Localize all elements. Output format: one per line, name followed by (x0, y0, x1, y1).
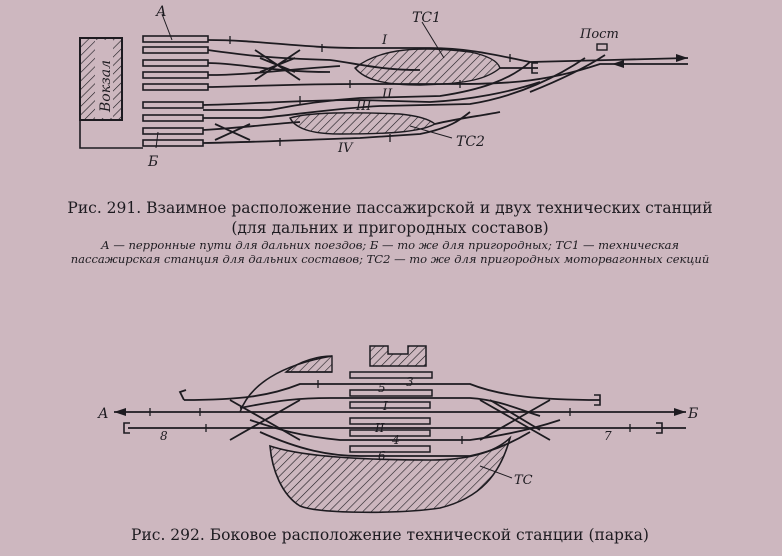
label2-b: Б (687, 406, 698, 422)
label-track-3: III (355, 99, 372, 114)
label2-t7: 7 (604, 429, 612, 443)
label2-t8: 8 (160, 429, 168, 443)
platforms (349, 371, 433, 453)
figure-291-caption: Рис. 291. Взаимное расположение пассажир… (67, 199, 713, 237)
signal-ticks (229, 36, 511, 146)
figure-291-diagram: Вокзал (79, 4, 689, 170)
park-outline (239, 355, 333, 413)
label-track-2: II (381, 87, 393, 102)
direction-arrows (612, 54, 688, 68)
label2-t2: II (374, 421, 385, 435)
figure-292-caption: Рис. 292. Боковое расположение техническ… (131, 526, 649, 544)
ts-station (269, 435, 512, 514)
label2-t6: 6 (378, 449, 386, 463)
label-track-1: I (381, 33, 388, 48)
station-building: Вокзал (79, 37, 143, 149)
buffer-stops (531, 62, 538, 74)
figure-292-diagram: А Б ТС I II 3 4 5 6 7 8 (97, 345, 698, 514)
post-box (596, 43, 608, 51)
station-label: Вокзал (98, 60, 114, 113)
ts2-station (289, 112, 437, 135)
label-ts1: ТС1 (412, 10, 441, 26)
label2-t1: I (382, 399, 388, 413)
label2-a: А (97, 406, 109, 422)
hatched-area-top (284, 355, 333, 373)
label2-t4: 4 (391, 433, 400, 447)
label-a: А (155, 4, 167, 20)
ts-leader (479, 465, 513, 479)
signal-ticks-2 (149, 380, 631, 444)
label2-t5: 5 (378, 381, 386, 395)
label-post: Пост (579, 27, 619, 42)
label2-t3: 3 (406, 375, 414, 389)
track-network (202, 39, 689, 144)
leader-lines (155, 13, 453, 149)
arrows-2 (114, 408, 686, 416)
label-track-4: IV (337, 141, 354, 156)
label-b: Б (147, 154, 158, 170)
track-network-2 (114, 383, 686, 457)
label2-ts: ТС (514, 473, 533, 488)
figure-291-legend: А — перронные пути для дальних поездов; … (70, 238, 710, 266)
label-ts2: ТС2 (456, 134, 485, 150)
buffer-stops-2 (123, 394, 663, 434)
depot-building (369, 345, 427, 367)
